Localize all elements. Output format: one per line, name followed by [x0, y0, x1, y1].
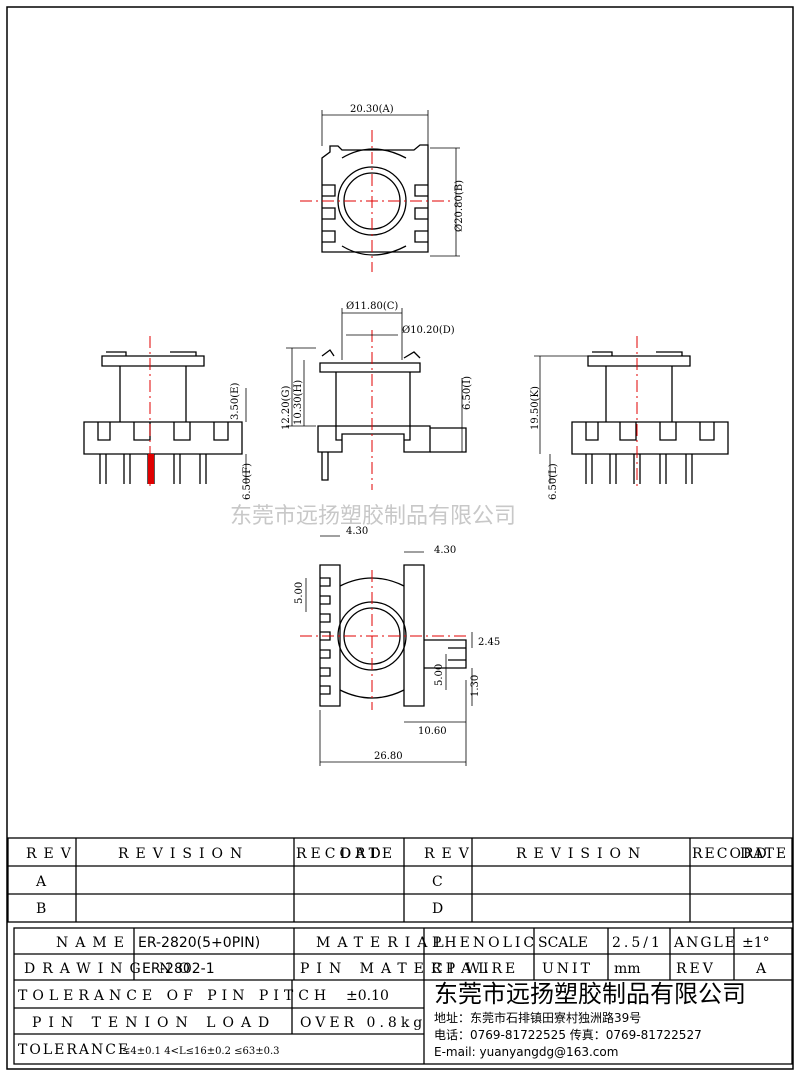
rev-row-b: B — [36, 901, 46, 917]
scale-label: SCALE — [538, 935, 588, 951]
dim-4-30-left: 4.30 — [346, 526, 368, 537]
drawing-value: ER-2802-1 — [142, 961, 215, 977]
dim-2-45: 2.45 — [478, 637, 500, 648]
angle-value: ±1° — [742, 935, 770, 951]
dim-l: 6.50(L) — [548, 463, 559, 500]
tolerance-value: ≤4±0.1 4<L≤16±0.2 ≤63±0.3 — [122, 1046, 280, 1057]
title-block-grid — [13, 927, 793, 1065]
record-header-right: RECORD — [692, 846, 769, 862]
drawing-frame — [6, 6, 794, 1070]
rev-value: A — [755, 961, 767, 977]
material-value: PHENOLIC — [432, 935, 537, 951]
left-side-view — [83, 351, 243, 484]
bottom-view-dims — [305, 535, 473, 766]
pin-tension-value: OVER 0.8kg — [300, 1015, 426, 1031]
dim-5-00-left: 5.00 — [294, 582, 305, 604]
pin-material-value: CP WIRE — [432, 961, 518, 977]
bottom-view-centerlines — [300, 570, 470, 710]
dim-d: Ø10.20(D) — [402, 325, 455, 336]
unit-label: UNIT — [542, 961, 593, 977]
pin-material-label: PIN MATERIAL — [300, 961, 494, 977]
front-view-dims — [286, 308, 463, 452]
dim-b: Ø20.80(B) — [454, 180, 465, 232]
dim-4-30-right: 4.30 — [434, 545, 456, 556]
name-label: NAME — [56, 935, 131, 951]
date-header-right: DATE — [740, 846, 788, 862]
tolerance-label: TOLERANCE — [18, 1042, 130, 1058]
date-header-left: DATE — [340, 846, 396, 862]
dim-h: 10.30(H) — [293, 380, 304, 425]
dim-g: 12.20(G) — [281, 385, 292, 430]
revision-table-grid — [7, 837, 793, 923]
revision-header-right: REVISION — [516, 846, 647, 862]
dim-f: 6.50(F) — [242, 463, 253, 500]
front-view — [317, 349, 467, 481]
pin-tension-label: PIN TENION LOAD — [32, 1015, 276, 1031]
rev-header-left: REV — [26, 846, 78, 862]
rev-label: REV — [676, 961, 716, 977]
scale-value: 2.5/1 — [612, 935, 663, 951]
company-phone: 电话：0769-81722525 传真：0769-81722527 — [434, 1027, 702, 1042]
dim-26-80: 26.80 — [374, 751, 403, 762]
watermark: 东莞市远扬塑胶制品有限公司 — [230, 504, 516, 529]
top-view-centerlines — [300, 130, 450, 272]
rev-row-a: A — [35, 874, 47, 890]
dim-10-60: 10.60 — [418, 726, 447, 737]
left-view-pin-highlight — [148, 454, 154, 484]
dim-1-30: 1.30 — [470, 675, 481, 697]
revision-header-left: REVISION — [118, 846, 249, 862]
right-view-dims — [534, 355, 588, 484]
dim-k: 19.50(K) — [530, 386, 541, 430]
dim-5-00-right: 5.00 — [434, 664, 445, 686]
record-header-left: RECORD — [296, 846, 385, 862]
unit-value: mm — [614, 961, 641, 977]
right-side-view — [571, 351, 729, 484]
company-name: 东莞市远扬塑胶制品有限公司 — [434, 980, 746, 1008]
dim-c: Ø11.80(C) — [346, 301, 398, 312]
tolerance-pin-value: ±0.10 — [346, 988, 389, 1004]
company-email: E-mail: yuanyangdg@163.com — [434, 1045, 618, 1059]
company-address: 地址：东莞市石排镇田寮村独洲路39号 — [434, 1010, 641, 1025]
top-view — [321, 144, 429, 256]
material-label: MATERIAL — [316, 935, 451, 951]
drawing-label: DRAWING NO — [24, 961, 197, 977]
top-view-dims — [321, 110, 460, 257]
rev-row-c: C — [432, 874, 443, 890]
dim-a: 20.30(A) — [350, 104, 394, 115]
rev-header-right: REV — [424, 846, 476, 862]
rev-row-d: D — [432, 901, 443, 917]
dim-i: 6.50(I) — [462, 376, 473, 410]
angle-label: ANGLE — [673, 935, 737, 951]
dim-e: 3.50(E) — [230, 383, 241, 420]
name-value: ER-2820(5+0PIN) — [138, 935, 260, 951]
tolerance-pin-label: TOLERANCE OF PIN PITCH — [18, 988, 331, 1004]
